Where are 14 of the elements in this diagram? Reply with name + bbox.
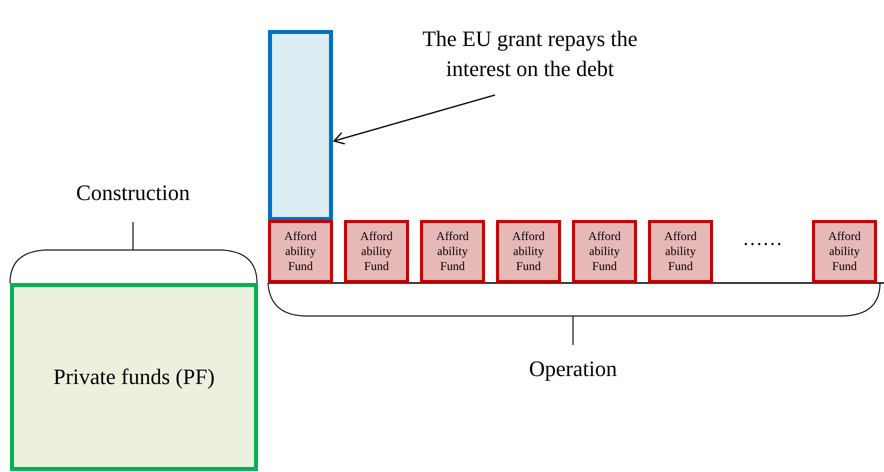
section-label: Operation [528, 356, 618, 382]
fund-box: Afford ability Fund [268, 220, 333, 283]
fund-box: Afford ability Fund [420, 220, 485, 283]
fund-box: Afford ability Fund [496, 220, 561, 283]
fund-box: Afford ability Fund [648, 220, 713, 283]
annotation-text: The EU grant repays the interest on the debt [415, 2, 645, 106]
ellipsis-text: …… [742, 228, 784, 251]
grant-bar [268, 30, 333, 221]
fund-box: Afford ability Fund [572, 220, 637, 283]
section-label: Construction [75, 180, 191, 206]
fund-box: Afford ability Fund [812, 220, 877, 283]
fund-box: Afford ability Fund [344, 220, 409, 283]
arrow [333, 94, 496, 145]
funding-box: Private funds (PF) [10, 283, 258, 471]
